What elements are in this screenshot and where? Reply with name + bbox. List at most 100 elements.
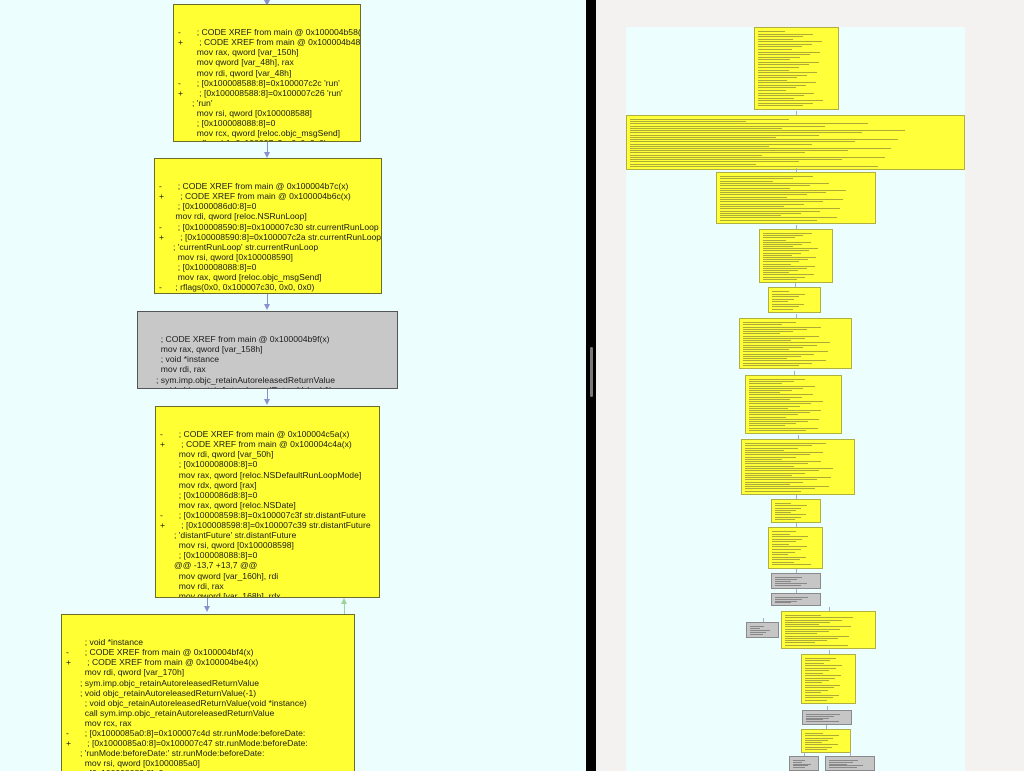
minimap-text-line (630, 159, 842, 161)
minimap-block[interactable] (741, 439, 855, 495)
code-text: mov qword [var_48h], rax (192, 57, 294, 68)
minimap-text-line (763, 267, 807, 269)
code-line: + ; CODE XREF from main @ 0x100004c4a(x) (160, 439, 375, 449)
code-line: - ; [0x100008588:8]=0x100007c2c 'run' (178, 78, 356, 88)
minimap-edge (796, 589, 797, 593)
minimap-block[interactable] (789, 756, 819, 771)
minimap-text-line (720, 215, 781, 217)
minimap-text-line (763, 261, 800, 263)
minimap-text-line (772, 306, 799, 307)
minimap-text-line (743, 349, 790, 350)
code-text: mov rcx, qword [reloc.objc_msgSend] (192, 128, 341, 139)
code-text: mov qword [var_168h], rdx (174, 590, 281, 598)
minimap-text-line (805, 694, 839, 696)
minimap-text-line (772, 291, 789, 292)
minimap-text-line (749, 418, 820, 420)
code-text: ; CODE XREF from main @ 0x100004c5a(x) (174, 429, 350, 440)
edge-arrow (204, 606, 210, 612)
minimap-block[interactable] (771, 573, 821, 589)
minimap-block[interactable] (745, 375, 842, 434)
code-block-3[interactable]: ; CODE XREF from main @ 0x100004b9f(x) m… (137, 311, 398, 389)
code-line: ; CODE XREF from main @ 0x100004b9f(x) (142, 334, 393, 344)
graph-overview-pane[interactable] (596, 0, 1024, 771)
minimap-text-line (630, 152, 806, 154)
minimap-text-line (829, 765, 863, 767)
code-text: ; [0x100008590:8]=0x100007c30 str.curren… (173, 221, 379, 232)
minimap-text-line (745, 463, 808, 465)
code-text: ; CODE XREF from main @ 0x100004bf4(x) (80, 647, 254, 658)
minimap-block[interactable] (781, 611, 876, 649)
minimap-block[interactable] (801, 654, 856, 704)
minimap-text-line (720, 219, 818, 221)
minimap-text-line (745, 481, 804, 483)
minimap-block[interactable] (754, 27, 839, 110)
minimap-text-line (775, 512, 791, 513)
minimap-text-line (775, 585, 802, 586)
minimap-text-line (745, 488, 815, 490)
minimap-block[interactable] (771, 499, 821, 523)
minimap-text-line (758, 72, 818, 74)
minimap-text-line (772, 561, 794, 563)
minimap-text-line (775, 598, 803, 600)
code-line: - ; CODE XREF from main @ 0x100004b58(x) (178, 27, 360, 37)
minimap-text-line (758, 100, 823, 102)
minimap-text-line (758, 51, 821, 53)
minimap-block[interactable] (746, 622, 779, 638)
minimap-text-line (763, 270, 798, 272)
graph-view-pane[interactable]: - ; CODE XREF from main @ 0x100004b58(x)… (0, 0, 586, 771)
code-text: ; [0x1000085a0:8]=0x100007c47 str.runMod… (80, 738, 308, 749)
code-block-4[interactable]: - ; CODE XREF from main @ 0x100004c5a(x)… (155, 406, 380, 598)
minimap-text-line (772, 559, 800, 561)
edge-block-2-to-block-3 (267, 294, 268, 306)
code-line: - ; [0x1000085a0:8]=0x100007c4d str.runM… (66, 728, 350, 738)
minimap-text-line (720, 196, 787, 198)
code-text: ; [0x1000086d8:8]=0 (174, 489, 258, 500)
minimap-block[interactable] (739, 318, 852, 369)
minimap-block[interactable] (802, 710, 852, 725)
minimap-text-line (745, 465, 794, 467)
minimap-edge (827, 706, 828, 710)
minimap-text-line (745, 483, 790, 485)
minimap-block[interactable] (759, 229, 833, 283)
minimap-text-line (749, 403, 812, 405)
code-block-2[interactable]: - ; CODE XREF from main @ 0x100004b7c(x)… (154, 158, 382, 294)
code-line: mov qword [var_48h], rax (178, 57, 356, 67)
minimap-block[interactable] (626, 115, 965, 170)
minimap-text-line (785, 619, 842, 621)
code-block-5[interactable]: ; void *instance- ; CODE XREF from main … (61, 614, 355, 771)
block-lines: - ; CODE XREF from main @ 0x100004b7c(x)… (159, 181, 381, 293)
minimap-canvas[interactable] (626, 27, 965, 771)
code-line: mov rsi, qword [0x1000085a0] (66, 758, 350, 768)
minimap-text-line (749, 401, 823, 403)
minimap-text-line (630, 134, 819, 136)
code-line: mov rdi, rax (160, 581, 375, 591)
minimap-text-line (758, 48, 792, 50)
minimap-block[interactable] (716, 172, 876, 224)
minimap-text-line (805, 697, 833, 699)
code-line: mov rdi, qword [var_170h] (66, 667, 350, 677)
minimap-block[interactable] (825, 756, 875, 771)
code-line: mov rax, qword [reloc.objc_msgSend] (159, 272, 377, 282)
minimap-text-line (630, 141, 856, 143)
minimap-block[interactable] (768, 527, 823, 569)
minimap-text-line (745, 445, 812, 447)
code-text: mov rsi, qword [0x100008588] (192, 107, 312, 118)
code-block-1[interactable]: - ; CODE XREF from main @ 0x100004b58(x)… (173, 4, 361, 142)
minimap-block[interactable] (801, 729, 851, 753)
code-line: + ; [0x100008598:8]=0x100007c39 str.dist… (160, 520, 375, 530)
code-line: - ; rflags(0x0, 0x100007c30, 0x0, 0x0) (159, 282, 377, 292)
code-line: ; 'runMode:beforeDate:' str.runMode:befo… (66, 748, 350, 758)
minimap-text-line (785, 637, 839, 639)
code-text: mov rsi, qword [0x100008598] (174, 540, 294, 551)
code-text: ; CODE XREF from main @ 0x100004b7c(x) (173, 181, 349, 192)
code-text: mov rax, qword [reloc.NSDefaultRunLoopMo… (174, 469, 362, 480)
code-text: ; CODE XREF from main @ 0x100004b58(x) (192, 27, 361, 38)
divider-grip-handle[interactable] (590, 347, 593, 397)
minimap-block[interactable] (768, 287, 821, 313)
code-line: ; sym.imp.objc_retainAutoreleasedReturnV… (142, 375, 393, 385)
minimap-block[interactable] (771, 593, 821, 606)
minimap-text-line (763, 263, 791, 265)
block-lines: - ; CODE XREF from main @ 0x100004c5a(x)… (160, 429, 375, 598)
minimap-text-line (720, 205, 784, 207)
minimap-text-line (630, 123, 869, 125)
